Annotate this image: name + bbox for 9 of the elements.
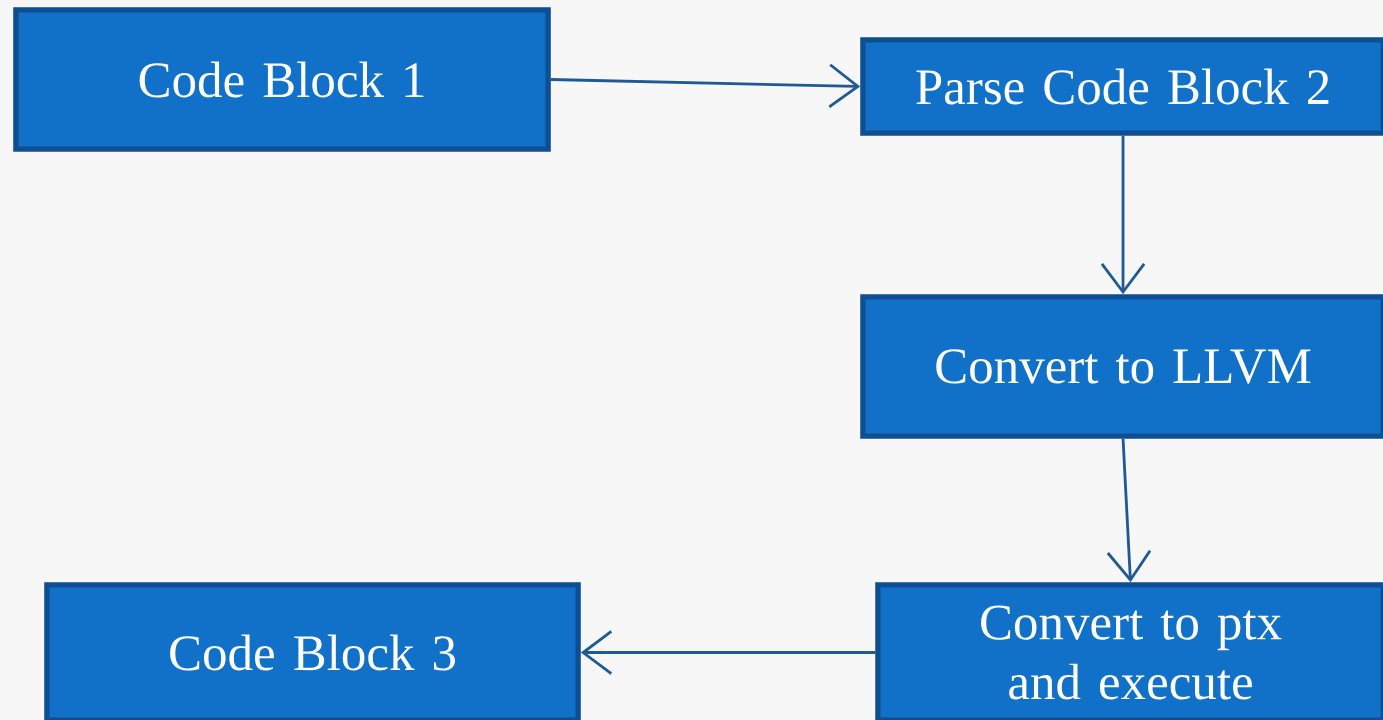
arrow [580,630,876,675]
process-box: Code Block 1 [13,7,551,152]
process-box: Convert to LLVM [860,294,1383,439]
arrow [550,63,861,109]
process-box: Convert to ptx and execute [875,582,1383,720]
process-box: Parse Code Block 2 [860,37,1383,136]
arrow [1106,438,1152,583]
process-box: Code Block 3 [44,582,581,720]
arrow [1100,135,1146,295]
